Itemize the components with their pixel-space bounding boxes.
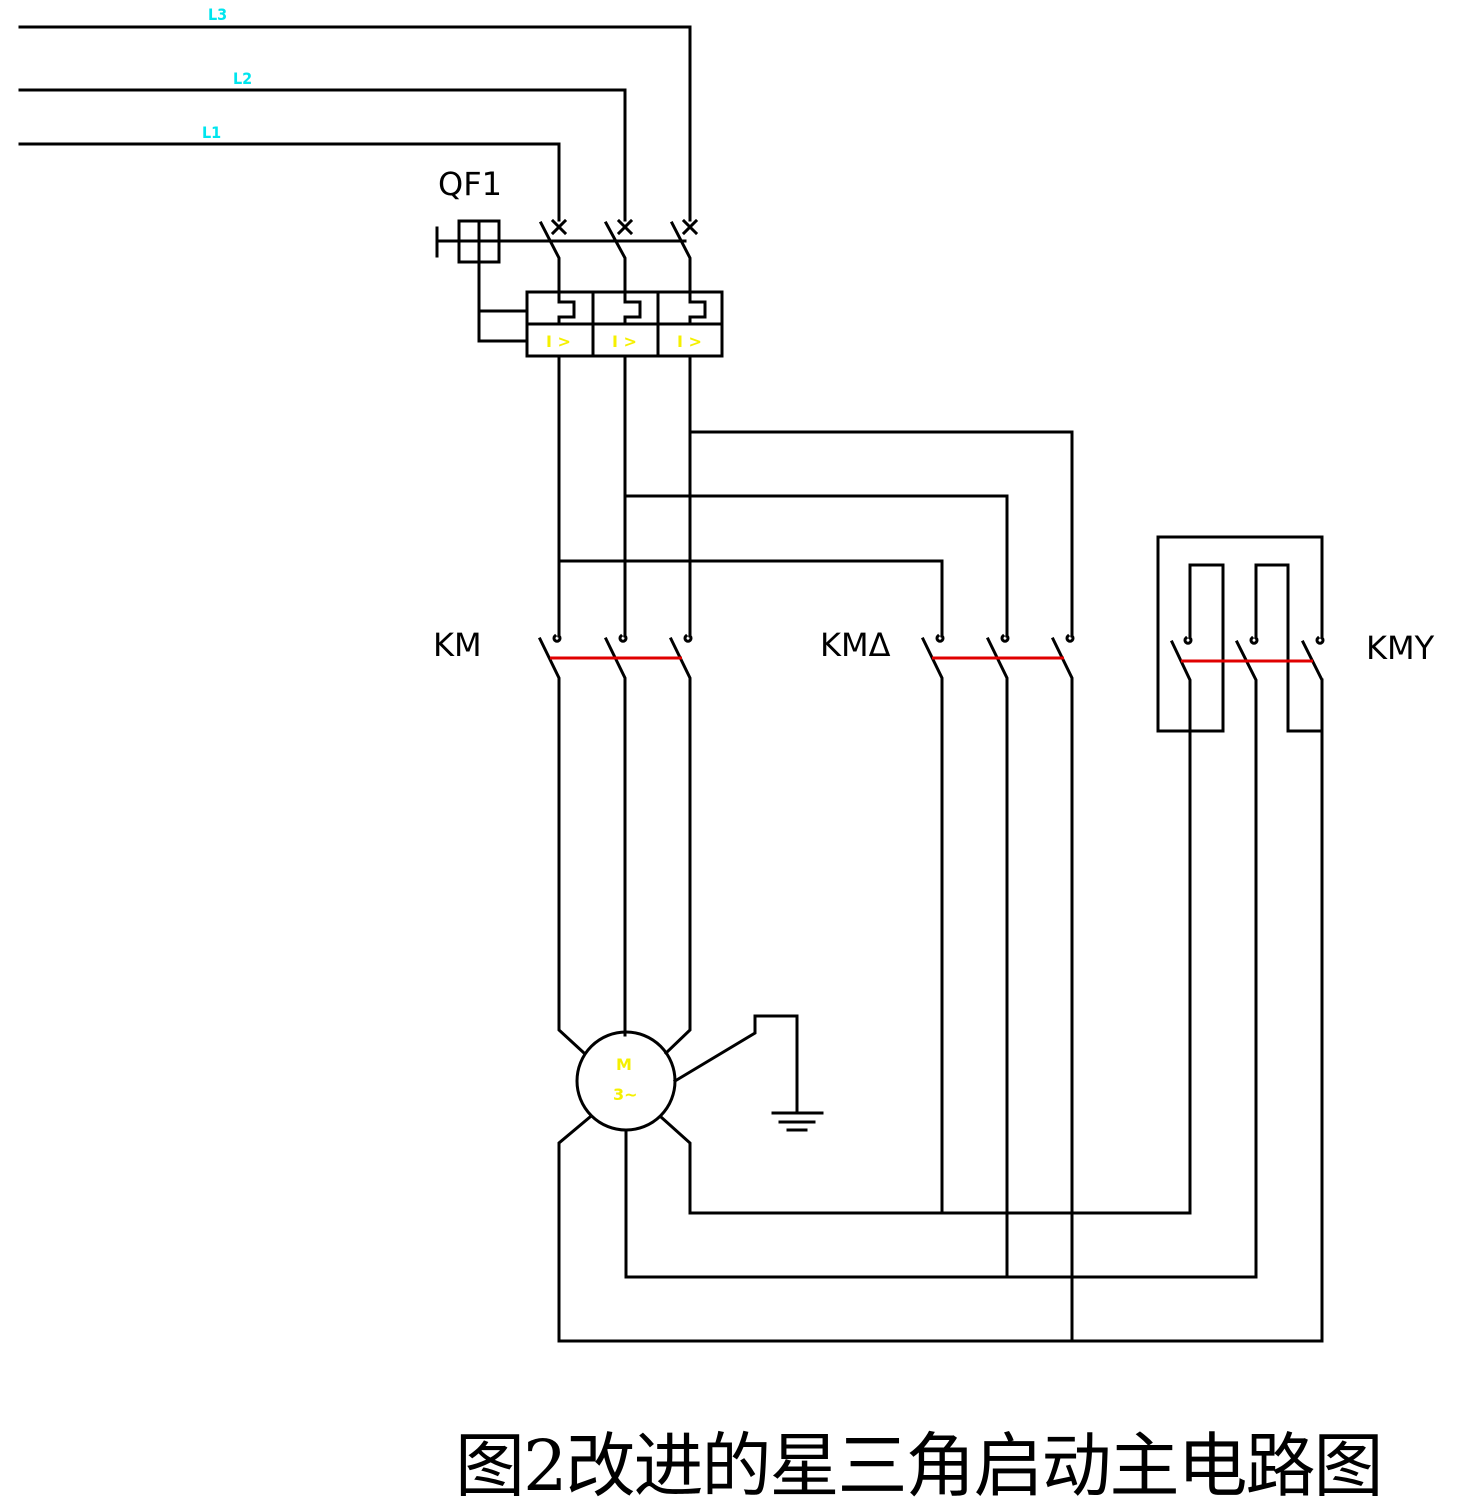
breaker-pole-3: [669, 218, 699, 294]
contactor-kmy: KMY: [1156, 535, 1435, 1343]
wire-tap-phase-3-to-kmd: [688, 430, 1074, 638]
contactor-kmy-label: KMY: [1366, 629, 1435, 667]
breaker-label: QF1: [438, 165, 502, 203]
breaker-operator-handle: [435, 226, 461, 258]
star-point-bridge: [1156, 535, 1324, 733]
motor-label-m: M: [616, 1055, 632, 1074]
ground-wire: [672, 1014, 799, 1115]
thermal-element-1: [557, 290, 576, 326]
figure-caption: 图2改进的星三角启动主电路图: [455, 1425, 1384, 1507]
thermal-element-2: [623, 290, 642, 326]
motor-lead-w1: [663, 1013, 692, 1056]
motor-lead-u2: [557, 678, 1324, 1343]
overcurrent-label-1: I >: [546, 332, 571, 351]
contactor-km: KM: [433, 626, 693, 1037]
wire-l1: [18, 142, 561, 222]
contactor-km-label: KM: [433, 626, 482, 664]
motor: M 3~: [557, 678, 1324, 1343]
breaker-trip-link: [477, 260, 529, 343]
breaker-pole-1: [538, 218, 568, 294]
contactor-km-delta: KMΔ: [820, 626, 1075, 1343]
motor-label-phase: 3~: [613, 1085, 638, 1104]
contactor-km-delta-label: KMΔ: [820, 626, 891, 664]
thermal-element-3: [688, 290, 707, 326]
phase-label-l2: L2: [233, 69, 252, 88]
breaker-pole-2: [603, 218, 634, 294]
breaker-qf1: QF1 I > I > I >: [435, 165, 724, 358]
motor-lead-v2: [624, 1128, 1258, 1279]
overcurrent-label-3: I >: [677, 332, 702, 351]
motor-lead-u1: [557, 1013, 587, 1056]
supply-lines: L3 L2 L1: [18, 5, 692, 222]
distribution-wiring: [557, 354, 1074, 638]
overcurrent-label-2: I >: [612, 332, 637, 351]
ground-icon: [771, 1111, 824, 1132]
wire-l3: [18, 25, 692, 222]
wire-tap-phase-1-to-kmd: [557, 559, 944, 638]
motor-lead-w2: [658, 1114, 1192, 1215]
wire-l2: [18, 88, 627, 222]
wire-tap-phase-2-to-kmd: [623, 494, 1009, 638]
phase-label-l1: L1: [202, 123, 221, 142]
phase-label-l3: L3: [208, 5, 227, 24]
motor-symbol: [575, 1030, 677, 1132]
